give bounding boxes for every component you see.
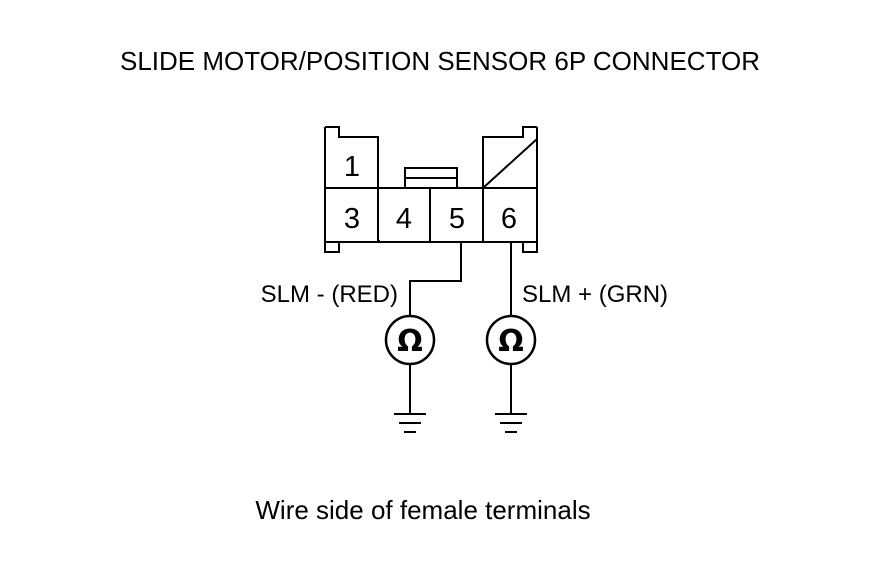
diagram-title: SLIDE MOTOR/POSITION SENSOR 6P CONNECTOR xyxy=(120,46,760,76)
wire-label-slm-minus: SLM - (RED) xyxy=(261,281,398,308)
pin-5-label: 5 xyxy=(449,203,465,235)
diagram-caption: Wire side of female terminals xyxy=(255,495,590,525)
wire-slm-plus: Ω xyxy=(485,242,537,433)
connector-housing xyxy=(324,126,538,253)
wire-label-slm-plus: SLM + (GRN) xyxy=(522,281,668,308)
ohm-symbol: Ω xyxy=(397,324,423,359)
pin-3-label: 3 xyxy=(344,203,360,235)
ground-icon xyxy=(394,413,426,433)
pin-4-label: 4 xyxy=(396,203,412,235)
probe-lead xyxy=(409,242,462,316)
ohmmeter-icon: Ω xyxy=(485,314,537,366)
wire-slm-minus: Ω xyxy=(384,242,462,433)
pin-6-label: 6 xyxy=(501,203,517,235)
ohm-symbol: Ω xyxy=(498,324,524,359)
ohmmeter-icon: Ω xyxy=(384,314,436,366)
ground-icon xyxy=(495,413,527,433)
empty-cavity-mark xyxy=(482,138,538,189)
pin-1-label: 1 xyxy=(344,151,360,183)
